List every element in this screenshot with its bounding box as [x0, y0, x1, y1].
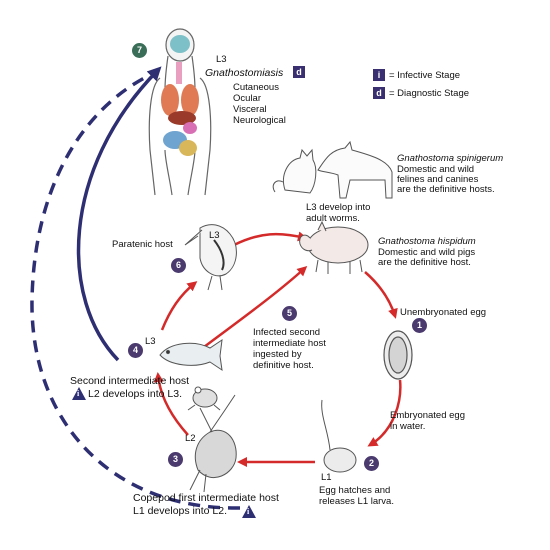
stage-badge-3: 3 [168, 452, 183, 467]
hatch-label-1: Egg hatches and [319, 485, 391, 496]
human-form-2: Ocular [233, 93, 261, 104]
blue-arrow-dashed [30, 73, 241, 510]
copepod-stage: L2 [185, 433, 196, 444]
hispidum-name: Gnathostoma hispidum [378, 236, 476, 247]
embryonated-label-2: in water. [390, 421, 426, 432]
legend-diagnostic-symbol: d [373, 87, 385, 99]
copepod-infective-symbol: i [242, 505, 256, 518]
human-form-3: Visceral [233, 104, 267, 115]
hatch-label-2: releases L1 larva. [319, 496, 394, 507]
unembryonated-egg [383, 330, 413, 380]
stage-badge-4: 4 [128, 343, 143, 358]
l3-develop-1: L3 develop into [306, 202, 371, 213]
copepod-develops: L1 develops into L2. [133, 505, 227, 517]
stage-badge-2: 2 [364, 456, 379, 471]
stage-badge-6: 6 [171, 258, 186, 273]
embryonated-label-1: Embryonated egg [390, 410, 465, 421]
legend-infective-symbol: i [373, 69, 385, 81]
arrow-egg-to-embryonated [367, 379, 402, 447]
human-organs [161, 35, 199, 156]
arrow-fish-to-paratenic [160, 281, 198, 331]
spinigerum-desc-3: are the definitive hosts. [397, 184, 495, 195]
hatching-egg [321, 399, 357, 473]
infected-second-3: ingested by [253, 349, 302, 360]
bird-illustration [184, 224, 237, 291]
human-disease: Gnathostomiasis [205, 67, 284, 79]
human-form-4: Neurological [233, 115, 286, 126]
second-host-develops: L2 develops into L3. [88, 388, 182, 400]
unembryonated-label: Unembryonated egg [400, 307, 487, 318]
hispidum-desc-1: Domestic and wild pigs [378, 247, 476, 258]
stage-badge-1: 1 [412, 318, 427, 333]
cat-dog-illustration [272, 140, 393, 199]
paratenic-stage: L3 [209, 230, 220, 241]
blue-arrow-solid [76, 66, 162, 362]
fish-illustration [159, 338, 223, 372]
human-stage: L3 [216, 54, 227, 65]
spinigerum-desc-2: felines and canines [397, 174, 479, 185]
legend-diagnostic-label: = Diagnostic Stage [389, 88, 470, 99]
second-host-stage: L3 [145, 336, 156, 347]
copepod-label: Copepod first intermediate host [133, 492, 279, 504]
infected-second-4: definitive host. [253, 360, 314, 371]
legend-infective-label: = Infective Stage [389, 70, 461, 81]
stage-badge-5: 5 [282, 306, 297, 321]
human-form-1: Cutaneous [233, 82, 279, 93]
arrow-fish-to-pig [199, 265, 308, 352]
human-diagnostic-symbol: d [293, 66, 305, 78]
stage-badge-7: 7 [132, 43, 147, 58]
l1-label: L1 [321, 472, 332, 483]
l3-develop-2: adult worms. [306, 213, 360, 224]
copepod-illustration [189, 394, 237, 493]
second-host-infective-symbol: i [72, 387, 86, 400]
paratenic-label: Paratenic host [112, 239, 173, 250]
arrow-paratenic-to-pig [233, 231, 308, 247]
infected-second-1: Infected second [253, 327, 321, 338]
arrow-copepod-to-fish [153, 372, 189, 436]
spinigerum-name: Gnathostoma spinigerum [397, 153, 504, 164]
infected-second-2: intermediate host [253, 338, 326, 349]
pig-illustration [299, 220, 369, 274]
arrow-pig-to-egg [364, 271, 398, 319]
frog-illustration [187, 386, 221, 411]
hispidum-desc-2: are the definitive host. [378, 257, 471, 268]
spinigerum-desc-1: Domestic and wild [397, 164, 475, 175]
second-host-label: Second intermediate host [70, 375, 190, 387]
